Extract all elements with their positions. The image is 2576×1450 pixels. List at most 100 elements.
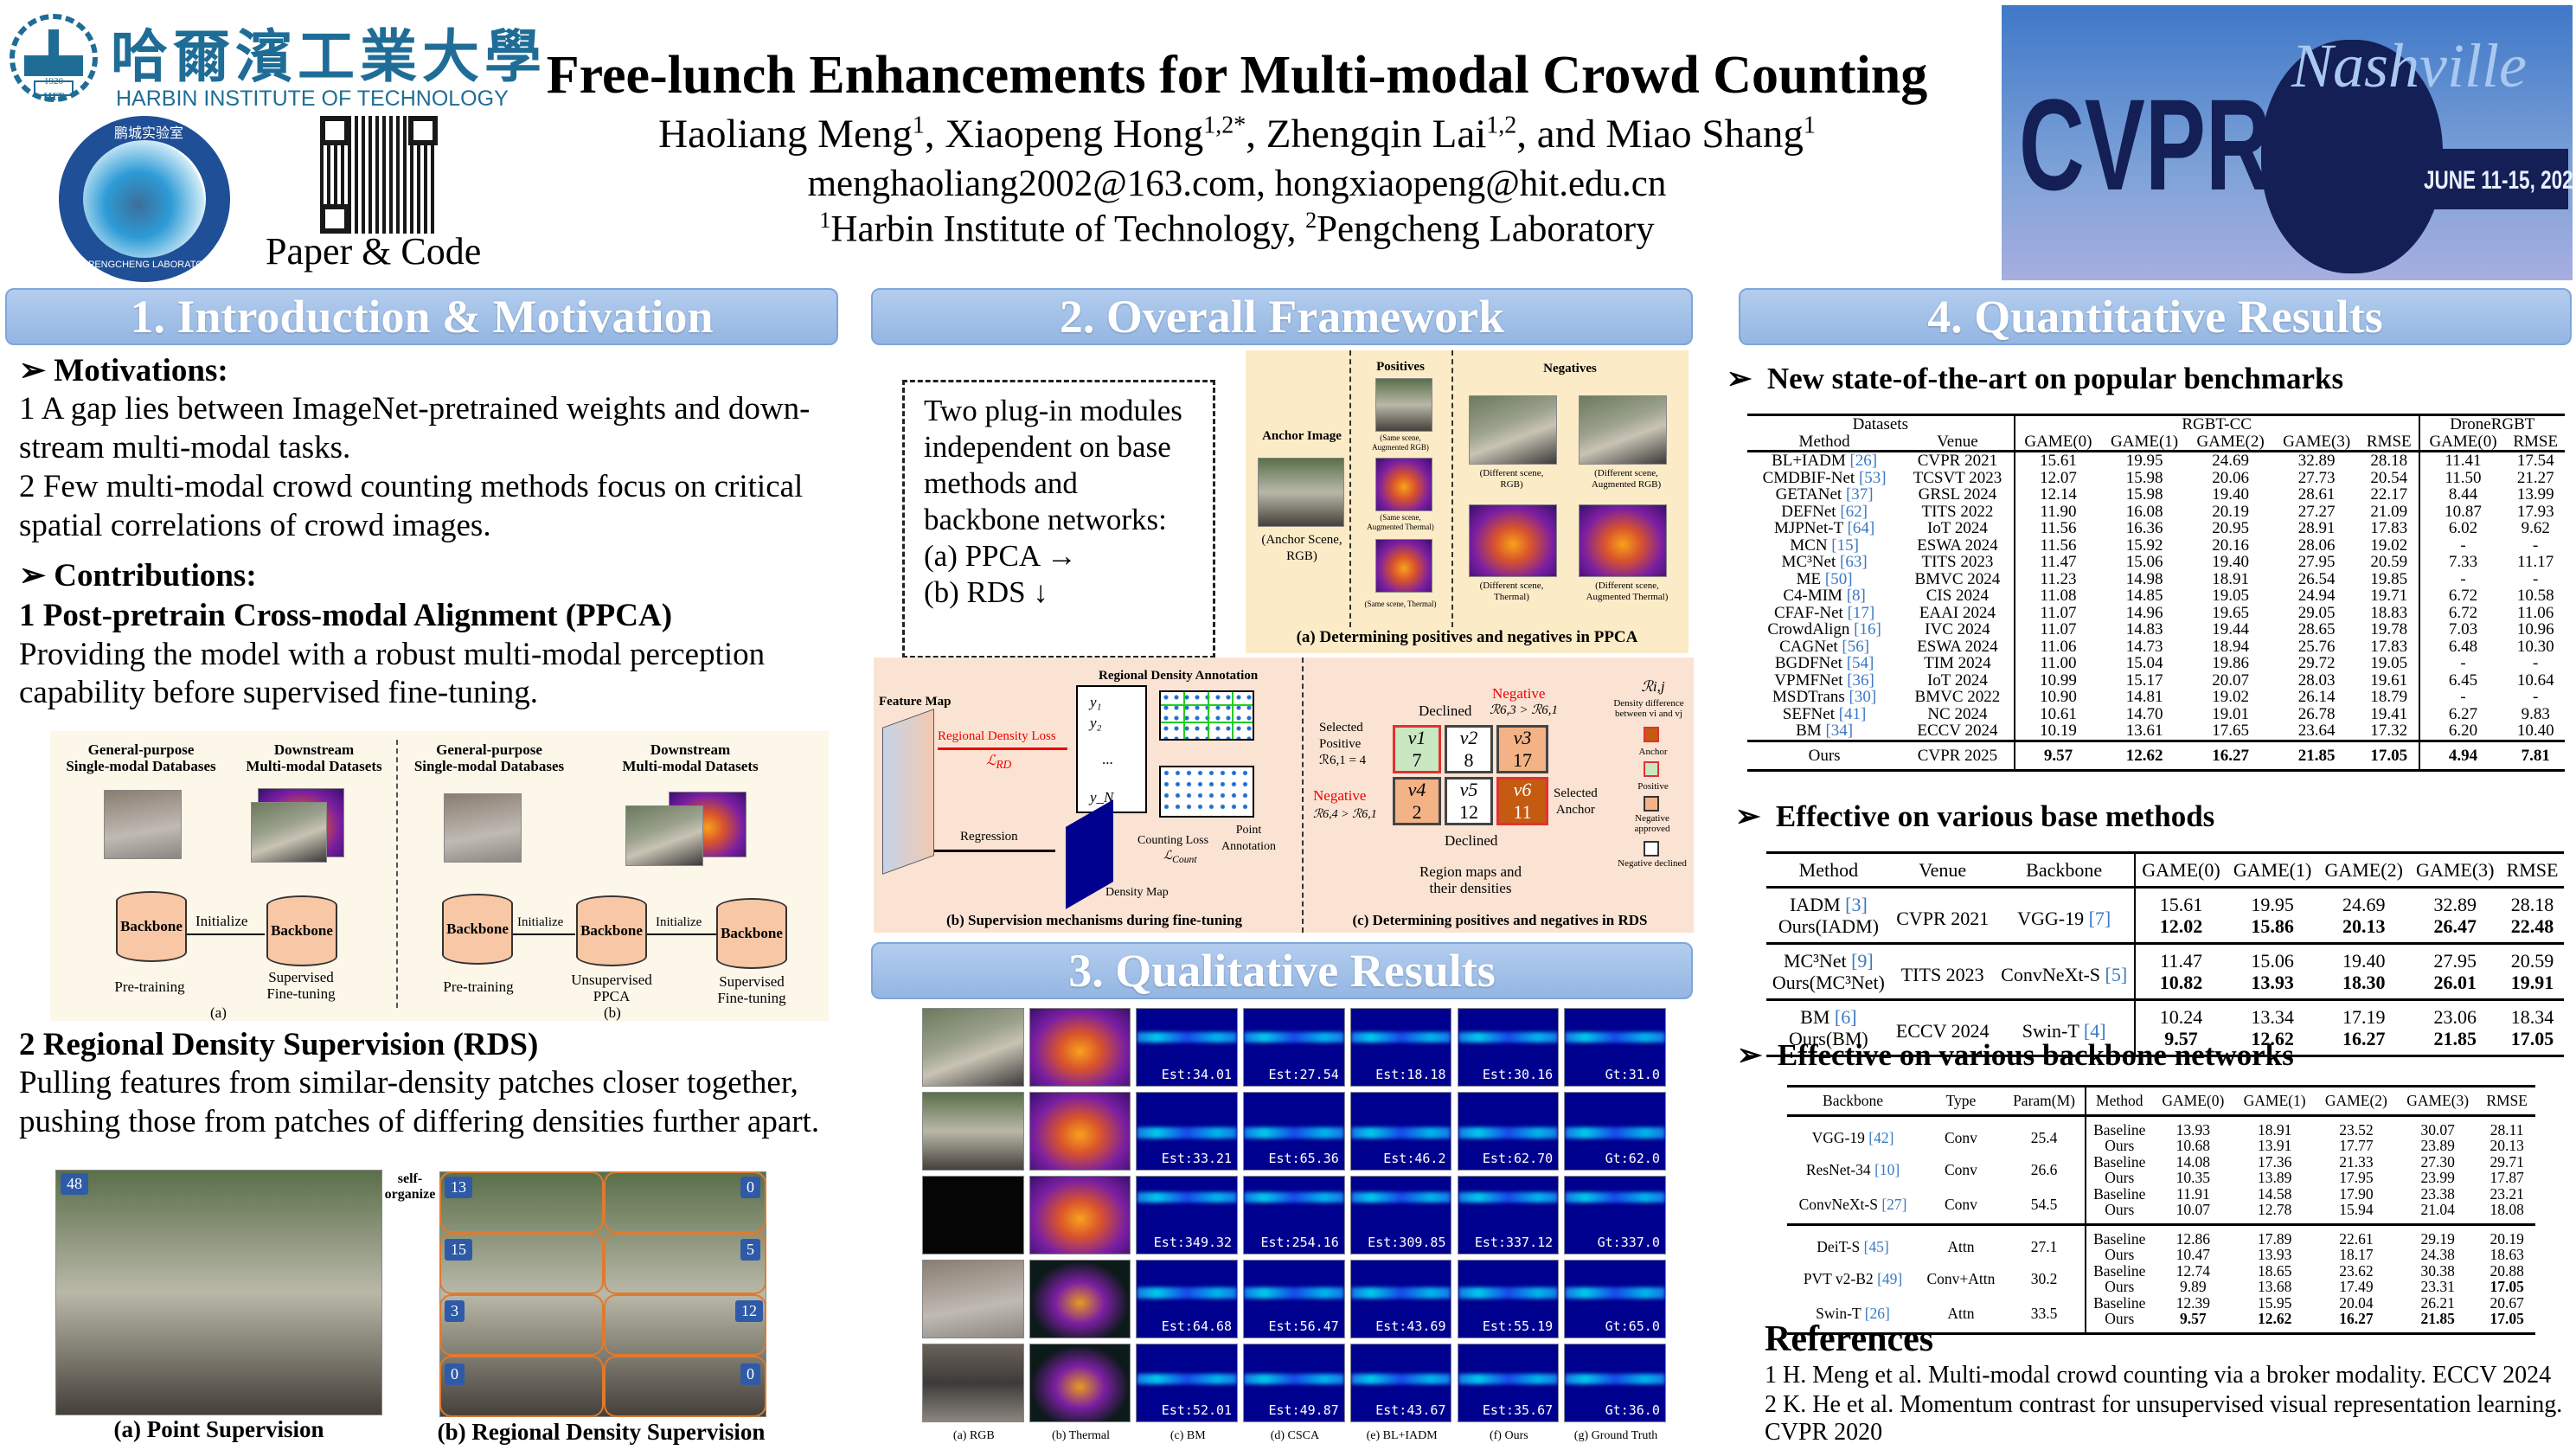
table-cell: 18.17: [2339, 1246, 2374, 1263]
table-cell: 6.20: [2448, 722, 2478, 740]
citation-link[interactable]: [37]: [1845, 485, 1874, 504]
citation-link[interactable]: [63]: [1840, 553, 1868, 571]
citation-link[interactable]: [26]: [1864, 1304, 1890, 1322]
density-blob: [1137, 1031, 1238, 1043]
table-cell: 24.94: [2297, 587, 2336, 605]
count-estimate: Est:337.12: [1474, 1235, 1554, 1250]
column-header: GAME(0): [2162, 1092, 2225, 1109]
self-organize-label: self-organize: [384, 1171, 436, 1202]
qr-caption: Paper & Code: [266, 230, 482, 273]
pengcheng-lab-logo: 鹏城实验室 PENGCHENG LABORATORY: [59, 116, 230, 282]
table-cell: 29.71: [2489, 1152, 2524, 1171]
citation-link[interactable]: [62]: [1840, 502, 1868, 521]
method-cell: BGDFNet [54]: [1747, 655, 1901, 672]
table-cell: 15.94: [2339, 1201, 2374, 1218]
density-blob: [1565, 1373, 1665, 1385]
table-cell: IVC 2024: [1901, 621, 2015, 638]
citation-link[interactable]: [7]: [2088, 907, 2111, 929]
motivation-line: 1 A gap lies between ImageNet-pretrained…: [19, 391, 811, 427]
citation-link[interactable]: [30]: [1849, 688, 1877, 706]
column-header: GAME(2): [2196, 432, 2265, 451]
subheading-text: Effective on various base methods: [1775, 799, 2215, 833]
citation-link[interactable]: [5]: [2105, 963, 2128, 985]
density-blob: [1244, 1191, 1344, 1203]
table-cell: 23.62: [2339, 1261, 2374, 1280]
column-header: Method: [2096, 1092, 2143, 1109]
initialize-label: Initialize: [517, 915, 564, 929]
affil-name: Pengcheng Laboratory: [1317, 209, 1655, 250]
citation-link[interactable]: [54]: [1846, 654, 1874, 672]
table-cell: 14.85: [2125, 587, 2163, 605]
anchor-image-title: Anchor Image: [1262, 429, 1342, 443]
citation-link[interactable]: [27]: [1881, 1195, 1907, 1213]
arrow-bullet-icon: ➢: [1735, 799, 1776, 833]
citation-link[interactable]: [36]: [1847, 670, 1874, 690]
thermal-image: [1028, 1344, 1131, 1422]
region-count-badge: 13: [445, 1177, 472, 1198]
density-map: Est:52.01: [1136, 1344, 1239, 1422]
venue-cell: CVPR 2021: [1896, 907, 1990, 929]
type-cell: Attn: [1947, 1237, 1975, 1255]
citation-link[interactable]: [9]: [1851, 950, 1874, 972]
citation-link[interactable]: [41]: [1838, 704, 1867, 723]
count-estimate: Est:34.01: [1161, 1067, 1233, 1082]
citation-link[interactable]: [4]: [2083, 1019, 2106, 1042]
citation-link[interactable]: [10]: [1874, 1160, 1900, 1178]
citation-link[interactable]: [3]: [1845, 894, 1868, 915]
loss-count-symbol: ℒCount: [1163, 850, 1197, 865]
table-cell: 20.16: [2212, 536, 2249, 555]
method-cell: Ours: [2105, 1137, 2135, 1154]
table-cell: 18.83: [2359, 604, 2420, 621]
feature-map-stack: [882, 709, 934, 875]
column-header: RMSE: [2506, 859, 2559, 881]
citation-link[interactable]: [16]: [1854, 620, 1881, 638]
count-estimate: Gt:337.0: [1597, 1235, 1660, 1250]
count-estimate: Est:43.67: [1375, 1402, 1446, 1418]
table-cell: 19.95: [2125, 452, 2163, 470]
citation-link[interactable]: [56]: [1842, 637, 1870, 656]
initialize-label: Initialize: [656, 915, 702, 929]
feature-map-label: Feature Map: [879, 695, 952, 709]
citation-link[interactable]: [64]: [1847, 519, 1875, 537]
citation-link[interactable]: [49]: [1877, 1269, 1903, 1287]
citation-link[interactable]: [6]: [1834, 1006, 1857, 1028]
density-blob: [1565, 1031, 1665, 1043]
negative-image: [1579, 395, 1667, 465]
references-title: References: [1765, 1319, 1934, 1359]
initialize-arrow: [187, 934, 265, 935]
method-cell: CFAF-Net [17]: [1747, 603, 1901, 622]
table-cell: 22.17: [2359, 486, 2420, 504]
table-cell: 15.61: [2040, 452, 2077, 470]
column-header: GAME(3): [2416, 859, 2495, 881]
citation-link[interactable]: [15]: [1831, 536, 1859, 555]
table-cell: 19.41: [2359, 705, 2420, 722]
citation-link[interactable]: [53]: [1858, 468, 1887, 487]
citation-link[interactable]: [8]: [1846, 587, 1866, 605]
param-cell: 33.5: [2002, 1294, 2087, 1333]
density-blob: [1565, 1287, 1665, 1299]
citation-link[interactable]: [26]: [1849, 452, 1878, 470]
density-map: Gt:337.0: [1564, 1176, 1666, 1254]
arrow-bullet-icon: ➢: [19, 353, 54, 388]
citation-link[interactable]: [50]: [1824, 569, 1853, 588]
pretraining-label: Pre-training: [114, 978, 185, 995]
legend-swatch-anchor: [1644, 727, 1659, 742]
table-cell: 22.61: [2339, 1229, 2374, 1248]
qr-code[interactable]: [320, 116, 438, 234]
table-cell: 17.95: [2339, 1169, 2374, 1186]
column-header: Method: [1798, 859, 1859, 881]
method-cell: Ours: [2105, 1169, 2135, 1186]
method-cell: DEFNet [62]: [1747, 502, 1901, 521]
table-cell: 13.68: [2257, 1278, 2292, 1295]
citation-link[interactable]: [34]: [1825, 722, 1854, 740]
citation-link[interactable]: [17]: [1847, 603, 1875, 622]
table-cell: 20.13: [2489, 1137, 2524, 1154]
citation-link[interactable]: [42]: [1868, 1128, 1894, 1146]
density-blob: [1137, 1287, 1238, 1299]
citation-link[interactable]: [45]: [1863, 1237, 1889, 1255]
table-cell: 11.47: [2040, 553, 2077, 571]
author-sep: ,: [1246, 112, 1266, 157]
